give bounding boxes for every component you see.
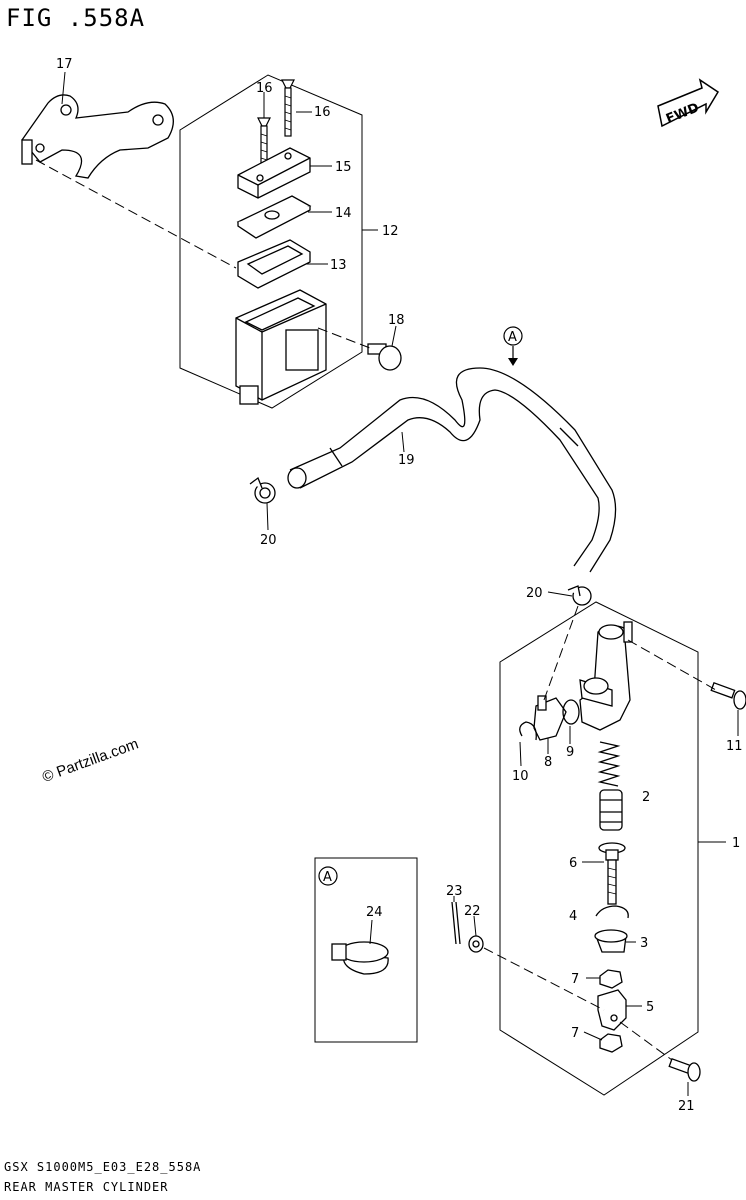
circlip-part [595, 905, 629, 919]
callout-24: 24 [366, 905, 383, 920]
diaphragm-plate-part [236, 195, 312, 239]
diaphragm-part [237, 239, 311, 289]
group-box-master-cylinder [499, 601, 699, 1096]
inset-box-a [314, 857, 418, 1043]
callout-22: 22 [464, 904, 481, 919]
figure-title: FIG .558A [6, 4, 146, 32]
group-box-reservoir [179, 74, 363, 409]
retaining-ring-part [519, 721, 537, 741]
piston-part [599, 789, 623, 831]
callout-13: 13 [330, 258, 347, 273]
callout-11: 11 [726, 739, 743, 754]
bolt-part [367, 343, 402, 371]
spring-part [597, 741, 621, 787]
callout-3: 3 [640, 936, 648, 951]
inset-clamp-part [331, 941, 389, 975]
footer-name: REAR MASTER CYLINDER [4, 1180, 169, 1194]
cotter-pin-part [451, 901, 461, 945]
callout-2: 2 [642, 790, 650, 805]
nut-part [599, 969, 623, 1053]
washer-part [468, 935, 484, 953]
callout-19: 19 [398, 453, 415, 468]
clevis-pin-part [668, 1057, 701, 1082]
callout-7b: 7 [571, 1026, 579, 1041]
leader-lines [61, 71, 739, 1096]
callout-20a: 20 [260, 533, 277, 548]
callout-8: 8 [544, 755, 552, 770]
svg-text:A: A [323, 870, 332, 885]
footer-code: GSX S1000M5_E03_E28_558A [4, 1160, 202, 1174]
callout-16a: 16 [256, 81, 273, 96]
o-ring-part [562, 699, 580, 725]
callout-1: 1 [732, 836, 740, 851]
mounting-bolt-part [710, 681, 746, 710]
alignment-lines [35, 159, 717, 1061]
callout-4: 4 [569, 909, 577, 924]
callout-20b: 20 [526, 586, 543, 601]
view-marker-a: A [503, 326, 523, 366]
hose-union-part [533, 695, 567, 741]
hose-part [287, 367, 617, 573]
callout-23: 23 [446, 884, 463, 899]
callout-6: 6 [569, 856, 577, 871]
reservoir-body-part [235, 289, 327, 405]
hose-clamp-part [249, 476, 592, 606]
callout-9: 9 [566, 745, 574, 760]
push-rod-part [598, 842, 626, 905]
callout-17: 17 [56, 57, 73, 72]
callout-18: 18 [388, 313, 405, 328]
inset-marker-a: A [318, 866, 338, 886]
svg-text:A: A [508, 330, 517, 345]
fwd-arrow-icon: FWD [657, 78, 720, 127]
reservoir-cap-part [237, 147, 311, 199]
bracket-part [21, 94, 174, 179]
callout-5: 5 [646, 1000, 654, 1015]
callout-14: 14 [335, 206, 352, 221]
boot-part [594, 929, 628, 953]
callout-10: 10 [512, 769, 529, 784]
master-cylinder-body-part [579, 621, 633, 731]
clevis-part [597, 989, 627, 1031]
callout-21: 21 [678, 1099, 695, 1114]
callout-15: 15 [335, 160, 352, 175]
callout-12: 12 [382, 224, 399, 239]
callout-7a: 7 [571, 972, 579, 987]
callout-16b: 16 [314, 105, 331, 120]
